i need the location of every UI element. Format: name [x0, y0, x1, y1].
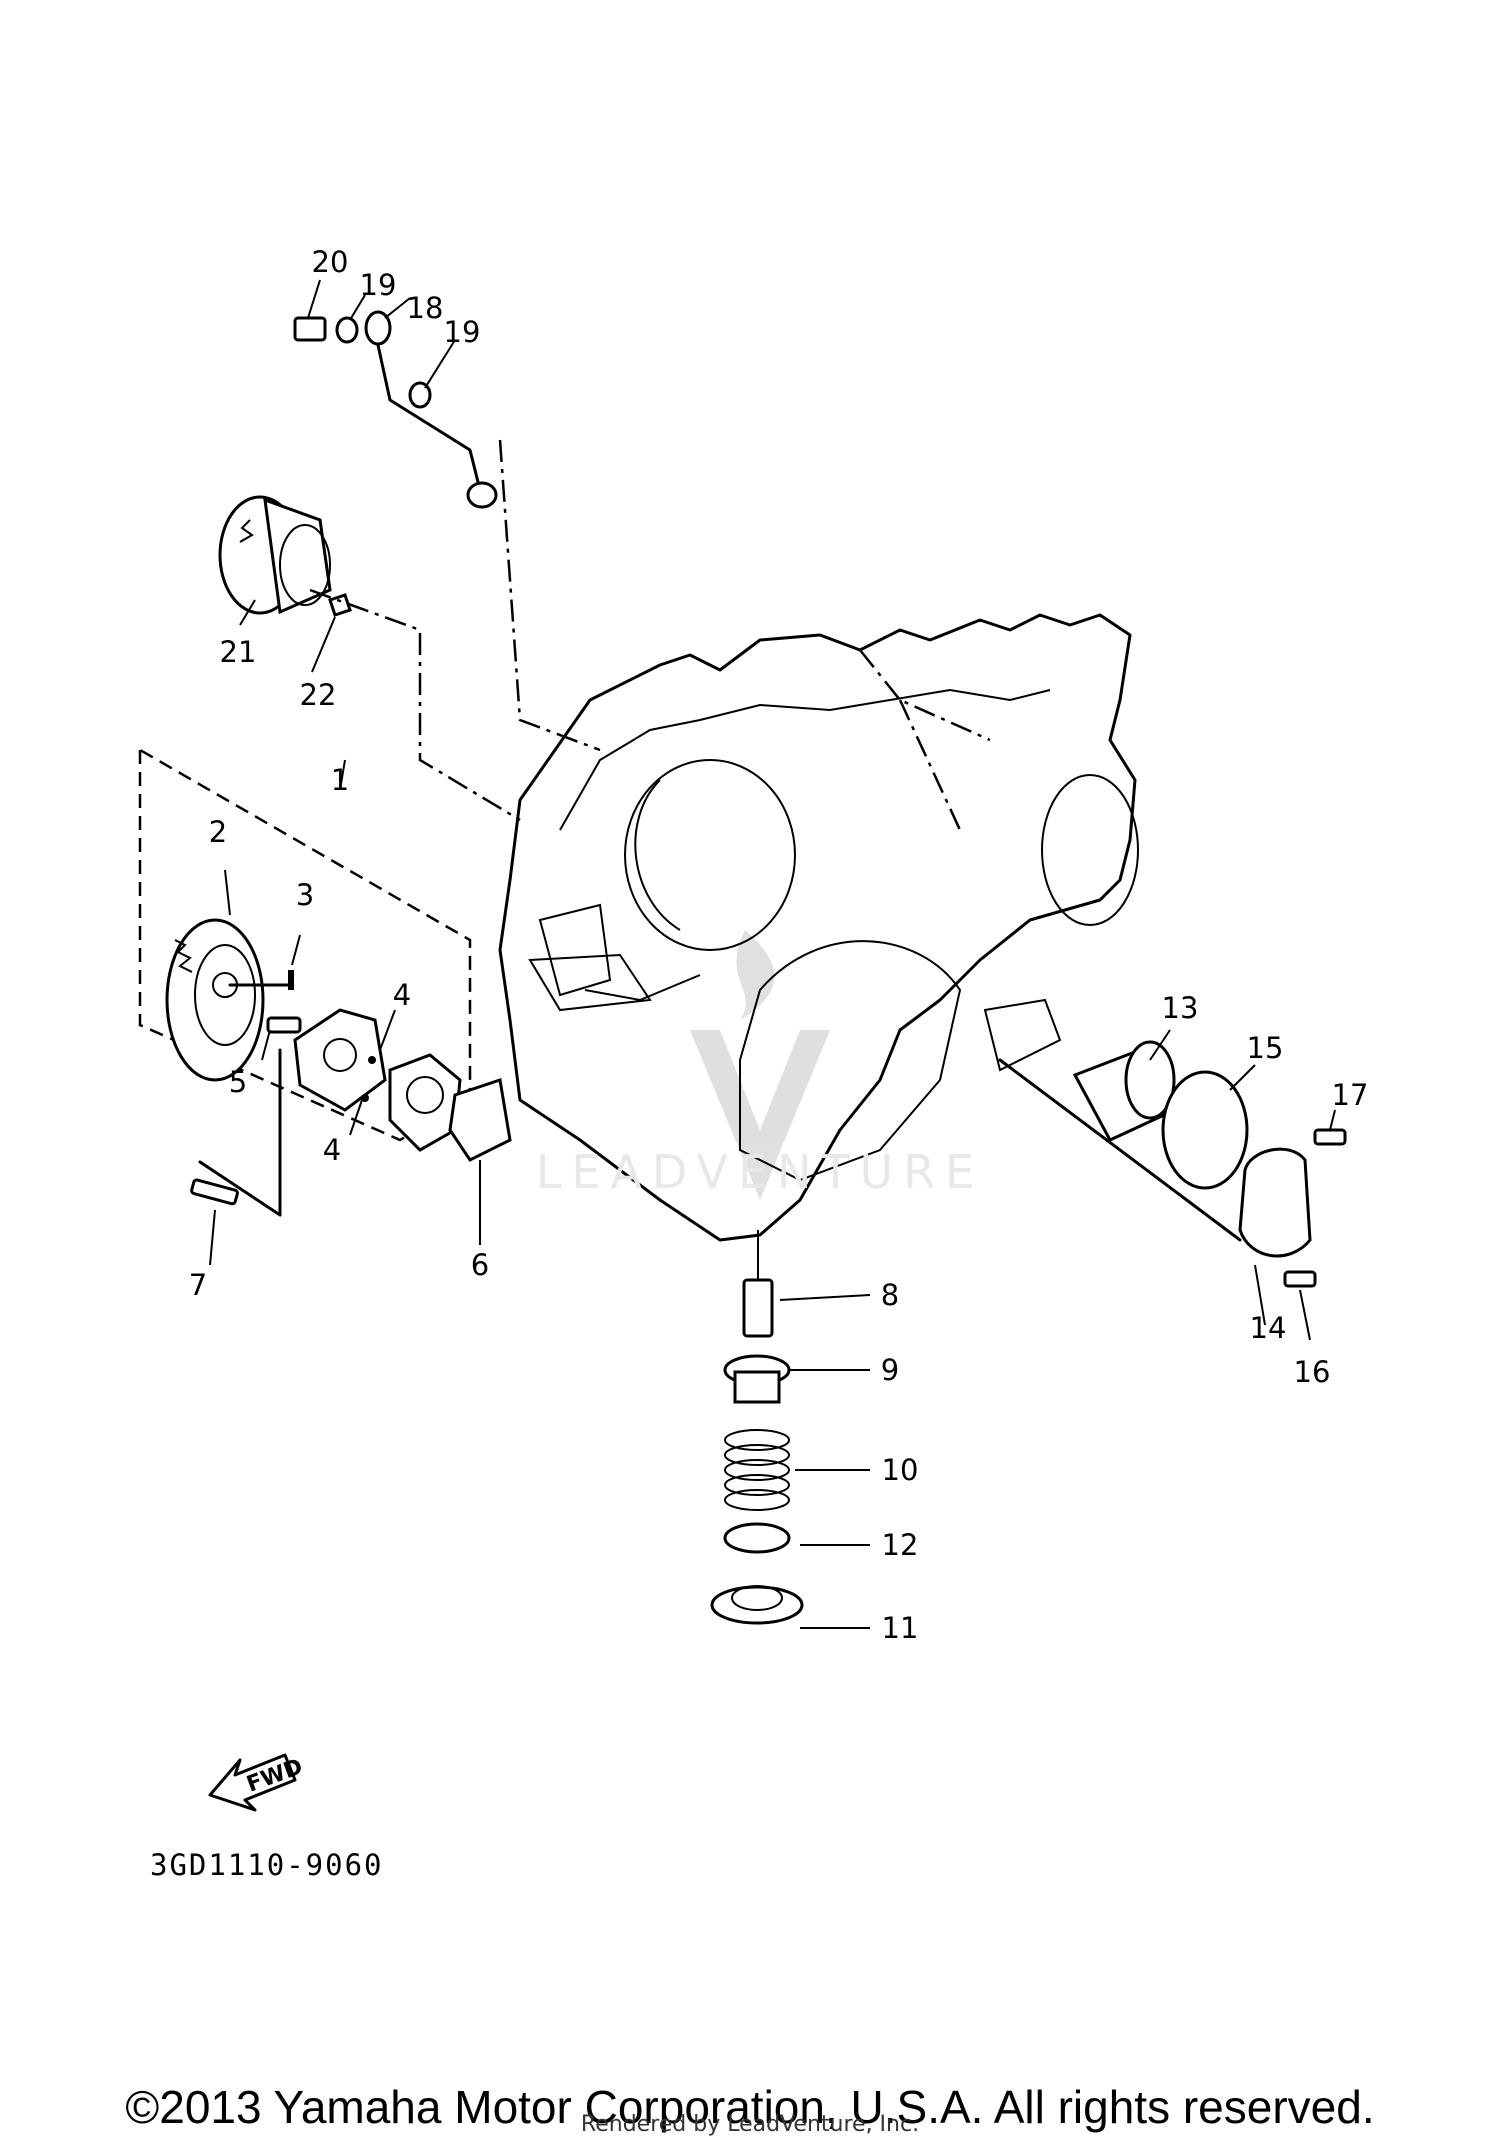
callout-21: 21 — [220, 635, 257, 669]
rendered-by-notice: Rendered by LeadVenture, Inc. — [580, 2112, 920, 2137]
oil-strainer-pipe — [742, 1230, 774, 1338]
drain-plug — [710, 1585, 804, 1625]
bolt-17 — [1313, 1128, 1347, 1146]
callout-8: 8 — [881, 1278, 899, 1312]
callout-10: 10 — [882, 1453, 919, 1487]
callout-5: 5 — [229, 1065, 247, 1099]
bolt-16 — [1283, 1270, 1317, 1288]
callout-12: 12 — [882, 1528, 919, 1562]
callout-20: 20 — [312, 245, 349, 279]
callout-7: 7 — [189, 1268, 207, 1302]
leader-lines — [209, 279, 1336, 1629]
callout-19: 19 — [360, 268, 397, 302]
oil-filter-cover — [1238, 1147, 1312, 1258]
fwd-label: FWD — [244, 1754, 307, 1797]
callout-3: 3 — [296, 878, 314, 912]
callout-13: 13 — [1162, 991, 1199, 1025]
callout-19-right: 19 — [444, 315, 481, 349]
callout-15: 15 — [1247, 1031, 1284, 1065]
oil-pump-gear — [165, 918, 292, 1082]
diagram-code: 3GD1110-9060 — [150, 1848, 384, 1882]
callout-4: 4 — [393, 978, 411, 1012]
filter-o-ring — [1161, 1070, 1249, 1190]
crankcase — [498, 613, 1139, 1242]
woodruff-key — [328, 593, 352, 617]
callout-9: 9 — [881, 1353, 899, 1387]
callout-1: 1 — [331, 763, 349, 797]
callout-2: 2 — [209, 815, 227, 849]
centerline — [309, 588, 521, 822]
drive-gear — [218, 495, 332, 615]
screw — [266, 1016, 302, 1034]
oil-filter-element — [1072, 1040, 1178, 1142]
callout-18: 18 — [407, 291, 444, 325]
bolt — [190, 1048, 282, 1217]
compression-spring — [724, 1429, 790, 1511]
callout-16: 16 — [1294, 1355, 1331, 1389]
forward-arrow-icon: FWD — [208, 1753, 307, 1812]
callout-6: 6 — [471, 1248, 489, 1282]
pin — [288, 970, 294, 990]
oil-delivery-pipe — [293, 310, 601, 752]
o-ring — [723, 1522, 791, 1554]
oil-strainer — [723, 1354, 791, 1404]
callout-4-lower: 4 — [323, 1133, 341, 1167]
callout-22: 22 — [300, 678, 337, 712]
watermark-logo — [690, 930, 830, 1200]
callout-11: 11 — [882, 1611, 919, 1645]
callout-14: 14 — [1250, 1311, 1287, 1345]
callout-17: 17 — [1332, 1078, 1369, 1112]
copyright-notice: ©2013 Yamaha Motor Corporation, U.S.A. A… — [125, 2081, 1375, 2133]
oil-pump-body — [293, 1008, 462, 1152]
watermark-text: LEADVENTURE — [535, 1145, 985, 1199]
gasket — [448, 1078, 512, 1162]
